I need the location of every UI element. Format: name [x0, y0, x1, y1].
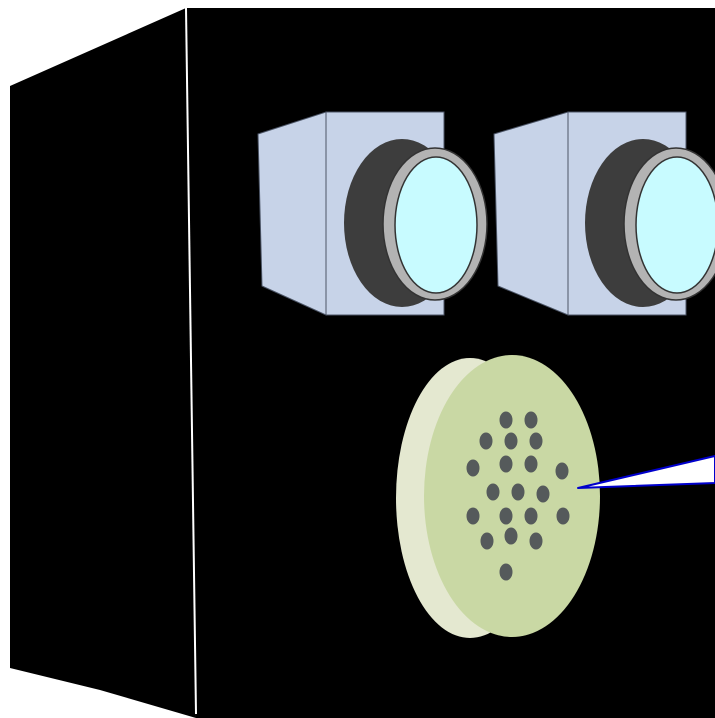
speaker-hole	[466, 459, 480, 477]
right-camera-housing-side	[493, 111, 569, 316]
left-camera-housing-side	[257, 111, 327, 316]
speaker-hole	[556, 507, 570, 525]
left-camera	[257, 111, 488, 316]
right-camera	[493, 111, 715, 316]
speaker-callout-pointer	[577, 455, 715, 489]
speaker-hole	[479, 432, 493, 450]
speaker-hole	[466, 507, 480, 525]
speaker-hole	[499, 563, 513, 581]
enclosure-side-panel	[10, 8, 196, 718]
speaker-hole	[499, 411, 513, 429]
speaker-hole	[529, 532, 543, 550]
speaker-face	[424, 355, 600, 637]
speaker-hole	[524, 455, 538, 473]
right-camera-lens-glass	[635, 156, 715, 294]
speaker-holes	[466, 411, 570, 581]
left-camera-lens-glass	[394, 156, 478, 294]
speaker-hole	[504, 527, 518, 545]
speaker-hole	[504, 432, 518, 450]
speaker-hole	[555, 462, 569, 480]
speaker-hole	[536, 485, 550, 503]
speaker-hole	[499, 455, 513, 473]
speaker-hole	[529, 432, 543, 450]
speaker-hole	[511, 483, 525, 501]
speaker	[396, 355, 600, 638]
enclosure-edge-line	[185, 7, 197, 715]
speaker-hole	[499, 507, 513, 525]
speaker-hole	[524, 411, 538, 429]
speaker-hole	[524, 507, 538, 525]
speaker-hole	[480, 532, 494, 550]
speaker-hole	[486, 483, 500, 501]
